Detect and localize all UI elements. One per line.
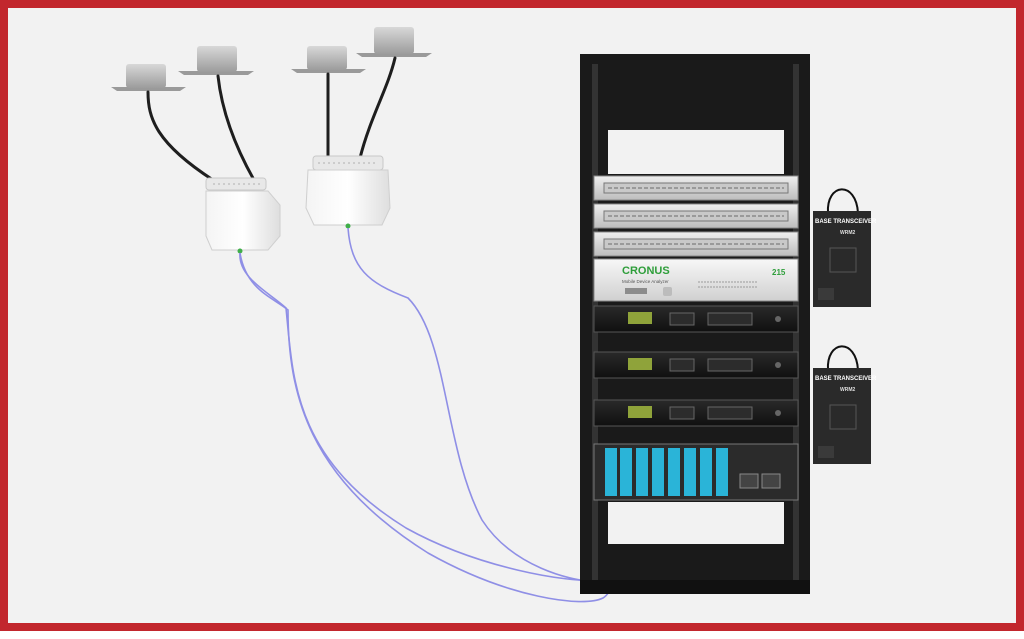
cronus-analyzer-unit: CRONUS Mobile Device Analyzer 215 bbox=[593, 258, 799, 302]
remote-unit-icon bbox=[205, 177, 281, 254]
das-system-diagram: CRONUS Mobile Device Analyzer 215 bbox=[111, 27, 877, 603]
base-transceiver-unit: BASE TRANSCEIVER WRM2 bbox=[813, 188, 877, 307]
rack-module bbox=[593, 351, 799, 379]
cronus-brand-label: CRONUS bbox=[622, 265, 670, 277]
ceiling-antenna-icon bbox=[111, 64, 186, 91]
rack-module bbox=[593, 399, 799, 427]
cronus-model-label: 215 bbox=[772, 268, 786, 277]
transceiver-model-label: WRM2 bbox=[840, 230, 855, 236]
rack-module bbox=[593, 305, 799, 333]
equipment-rack-icon: CRONUS Mobile Device Analyzer 215 bbox=[580, 54, 810, 594]
transceiver-model-label: WRM2 bbox=[840, 387, 855, 393]
base-transceiver-unit: BASE TRANSCEIVER WRM2 bbox=[813, 345, 877, 464]
antenna-cable bbox=[146, 56, 397, 182]
patch-panel bbox=[593, 231, 799, 257]
ceiling-antenna-icon bbox=[291, 46, 366, 73]
transceiver-title-label: BASE TRANSCEIVER bbox=[815, 219, 877, 225]
ceiling-antenna-icon bbox=[178, 46, 254, 75]
ceiling-antenna-icon bbox=[356, 27, 432, 57]
patch-panel bbox=[593, 175, 799, 201]
fiber-cable-icon bbox=[239, 227, 624, 603]
patch-panel bbox=[593, 203, 799, 229]
cronus-subtitle-label: Mobile Device Analyzer bbox=[622, 279, 669, 284]
transceiver-title-label: BASE TRANSCEIVER bbox=[815, 376, 877, 382]
remote-unit-icon bbox=[305, 155, 391, 229]
head-end-chassis bbox=[593, 443, 799, 501]
